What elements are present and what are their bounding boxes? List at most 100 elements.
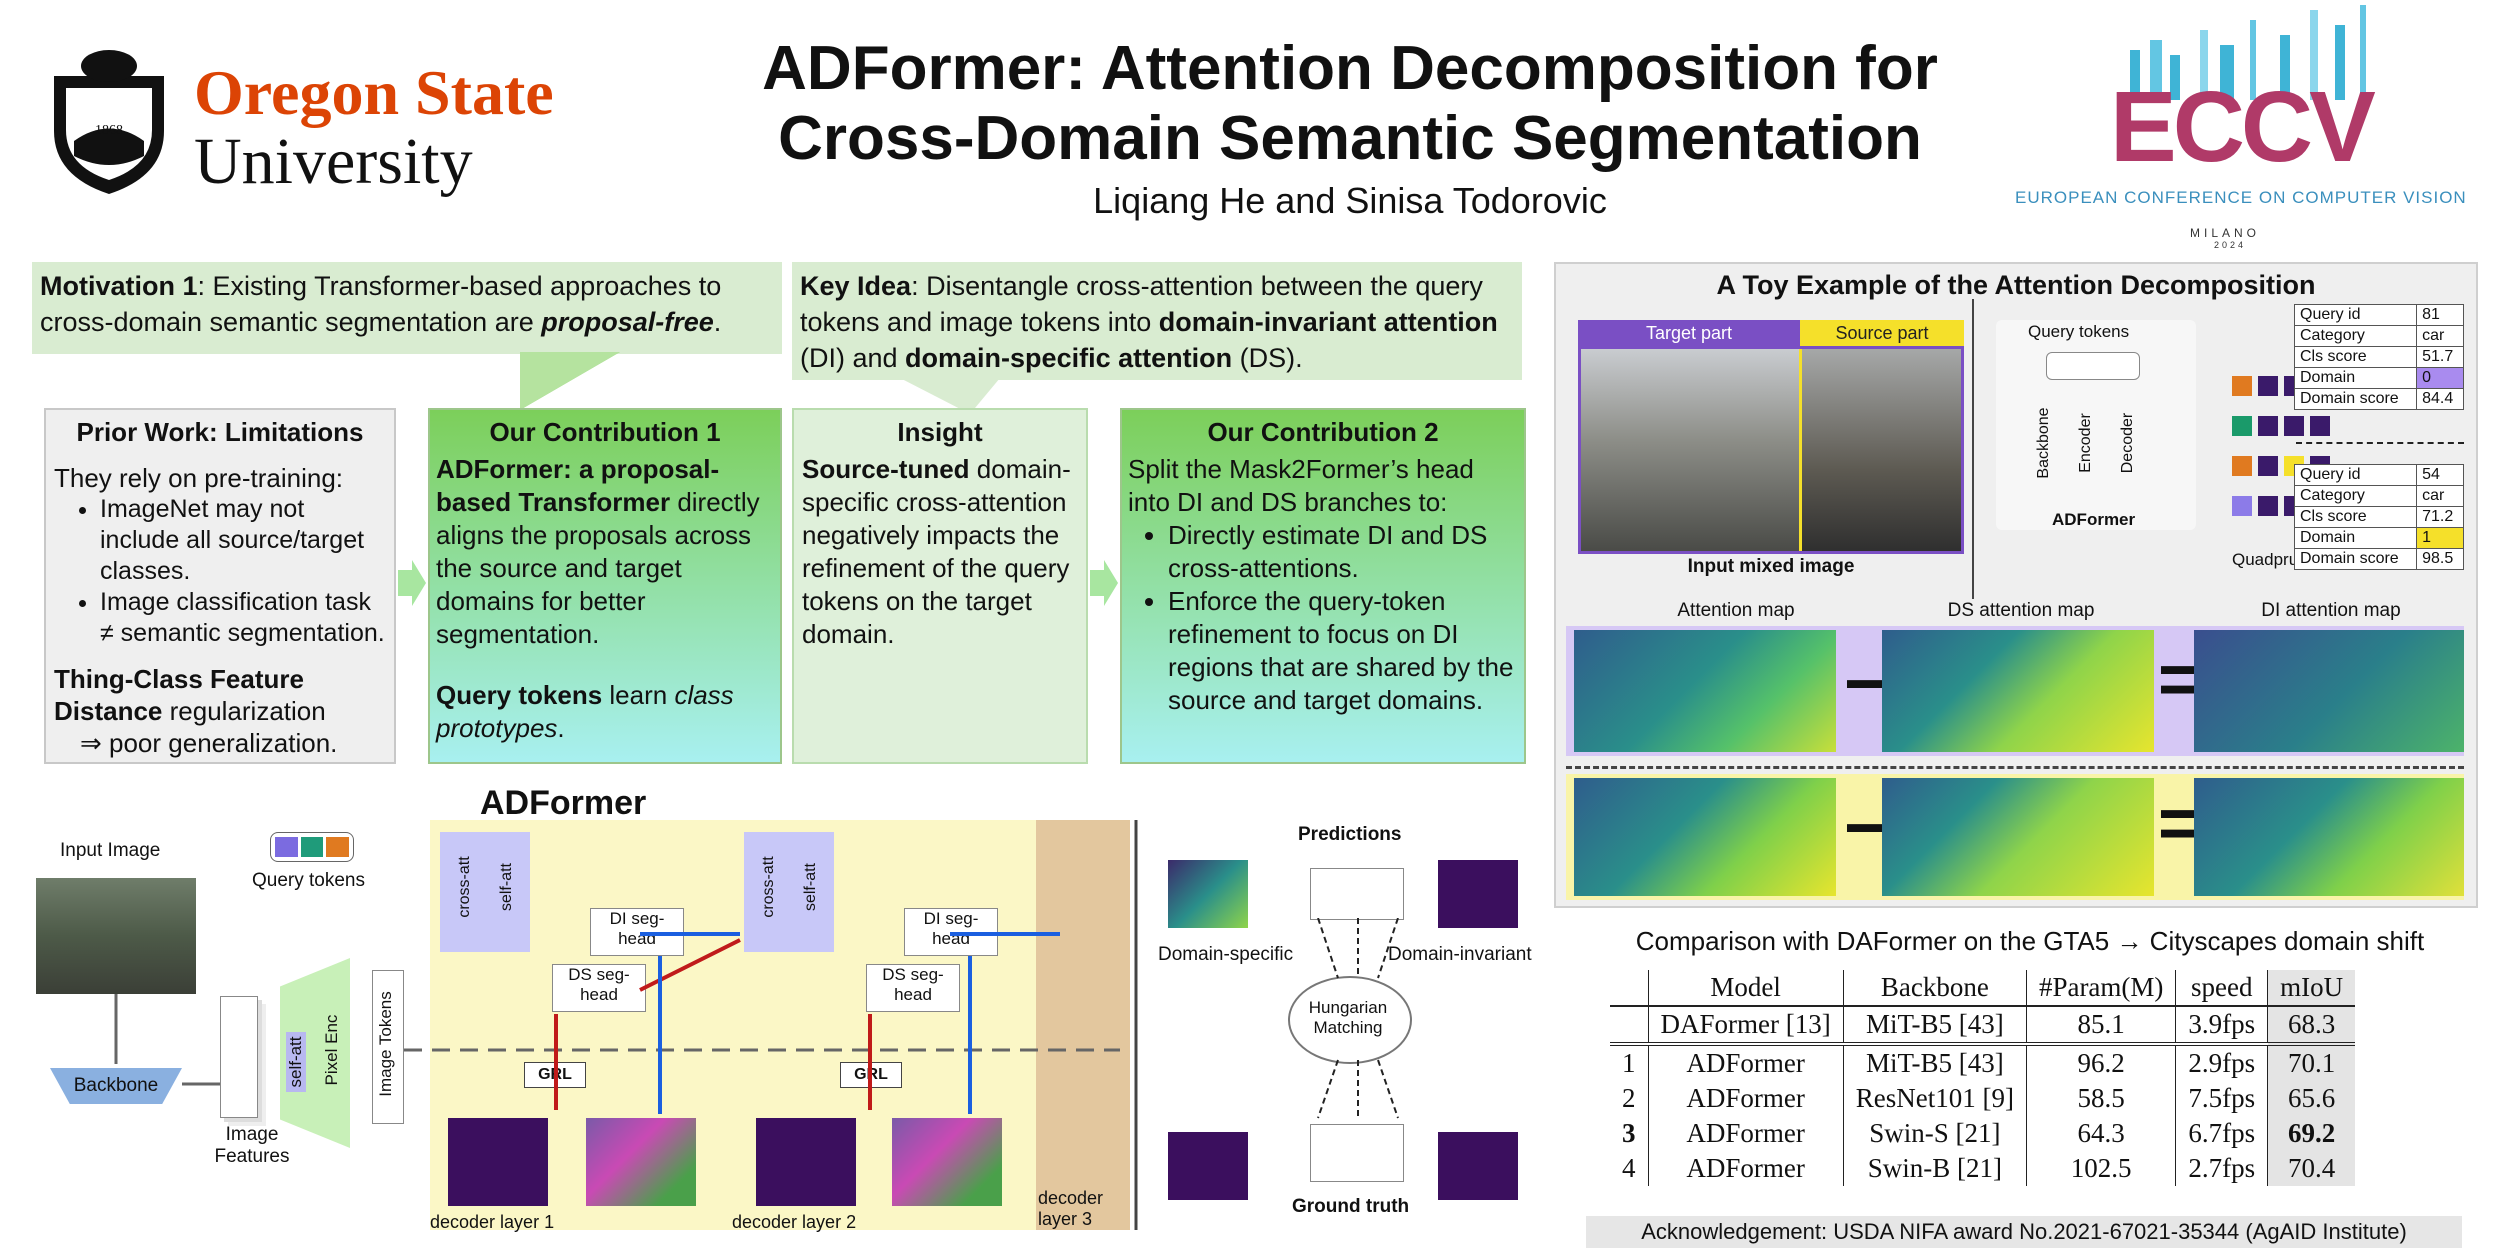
toy-example-panel: A Toy Example of the Attention Decomposi…	[1554, 262, 2478, 908]
pred-ds-stack	[1168, 860, 1248, 928]
key-idea-pointer	[900, 378, 1000, 414]
ds-seg-head-1: DS seg-head	[552, 964, 646, 1012]
ground-truth-label: Ground truth	[1292, 1196, 1410, 1217]
gt-tokens	[1310, 1124, 1404, 1182]
table-row: 3 ADFormer Swin-S [21] 64.3 6.7fps 69.2	[1610, 1116, 2356, 1151]
eccv-city: MILANO	[2190, 226, 2261, 240]
title-line1: ADFormer: Attention Decomposition for	[762, 34, 1938, 103]
arch-connector-lines	[114, 820, 1138, 1230]
title-line2: Cross-Domain Semantic Segmentation	[778, 104, 1922, 173]
osu-name-line2: University	[194, 125, 473, 198]
hungarian-label: Hungarian Matching	[1308, 998, 1388, 1037]
equals-sign-2: =	[2158, 784, 2201, 864]
cross-att-block-2	[744, 832, 834, 952]
divider-line	[1972, 299, 1974, 599]
minus-sign-2: −	[1844, 788, 1887, 868]
key-idea-label: Key Idea	[800, 271, 912, 301]
ds-seg-head-2: DS seg-head	[866, 964, 960, 1012]
comparison-title: Comparison with DAFormer on the GTA5 → C…	[1635, 926, 2425, 956]
table-row: 2 ADFormer ResNet101 [9] 58.5 7.5fps 65.…	[1610, 1081, 2356, 1116]
di-attention-map-target	[2194, 630, 2464, 752]
osu-logo: 1868 Oregon State University	[34, 46, 634, 206]
matching-lines	[1317, 918, 1399, 1119]
attention-map-source	[1574, 778, 1836, 896]
key-idea-bubble: Key Idea: Disentangle cross-attention be…	[792, 262, 1522, 380]
acknowledgement: Acknowledgement: USDA NIFA award No.2021…	[1586, 1216, 2462, 1248]
table-row: DAFormer [13] MiT-B5 [43] 85.1 3.9fps 68…	[1610, 1006, 2356, 1044]
hungarian-cloud	[1288, 976, 1412, 1064]
matching-panel: Predictions Domain-specific Domain-invar…	[1158, 810, 1554, 1240]
toy-title: A Toy Example of the Attention Decomposi…	[1716, 270, 2316, 300]
contribution2-list: Directly estimate DI and DS cross-attent…	[1128, 519, 1518, 717]
di-attention-map-label: DI attention map	[2261, 600, 2401, 621]
insight-heading: Insight	[897, 417, 983, 447]
eccv-wordmark: ECCV	[2110, 71, 2376, 183]
minus-sign: −	[1844, 644, 1887, 724]
ds-attention-map-target	[1882, 630, 2154, 752]
arch-title: ADFormer	[480, 784, 647, 822]
toy-decoder-label: Decoder	[2119, 412, 2136, 474]
toy-backbone-label: Backbone	[2035, 407, 2052, 479]
row-separator	[1566, 766, 2464, 769]
milano-skyline-icon	[2130, 5, 2366, 100]
equals-sign: =	[2158, 640, 2201, 720]
poster-title: ADFormer: Attention Decomposition for Cr…	[600, 34, 2100, 222]
backbone-block: Backbone	[50, 1068, 182, 1104]
prior-work-box: Prior Work: Limitations They rely on pre…	[44, 408, 396, 764]
svg-text:1868: 1868	[95, 123, 123, 138]
toy-adformer-label: ADFormer	[2052, 510, 2136, 529]
motivation-pointer	[520, 352, 620, 410]
prior-work-list: ImageNet may not include all source/targ…	[54, 494, 386, 649]
predictions-label: Predictions	[1298, 824, 1402, 845]
image-features-label: Image Features	[214, 1124, 290, 1167]
motivation-label: Motivation 1	[40, 271, 198, 301]
table-row: 4 ADFormer Swin-B [21] 102.5 2.7fps 70.4	[1610, 1151, 2356, 1186]
motivation-bubble: Motivation 1: Existing Transformer-based…	[32, 262, 782, 354]
decoder-layer-3-label: decoder layer 3	[1038, 1188, 1104, 1229]
arrow-right-icon-2	[1090, 560, 1118, 606]
osu-seal-icon: 1868	[54, 50, 164, 194]
insight-box: Insight Source-tuned domain-specific cro…	[792, 408, 1088, 764]
architecture-diagram: ADFormer Input Image Backbone Query toke…	[20, 780, 1150, 1240]
input-mixed-caption: Input mixed image	[1687, 556, 1855, 577]
prior-work-heading: Prior Work: Limitations	[76, 417, 364, 447]
attention-map-target	[1574, 630, 1836, 752]
query-tokens-strip	[270, 832, 354, 862]
pred-tokens	[1310, 868, 1404, 920]
di-attention-map-source	[2194, 778, 2464, 896]
osu-name-line1: Oregon State	[194, 57, 554, 128]
eccv-full-name: EUROPEAN CONFERENCE ON COMPUTER VISION	[2015, 188, 2467, 207]
eccv-year: 2024	[2214, 240, 2247, 250]
input-image	[36, 878, 196, 994]
arrow-right-icon	[398, 560, 426, 606]
image-features-stack	[220, 996, 258, 1118]
image-tokens-stack	[372, 970, 404, 1124]
target-part-label: Target part	[1578, 320, 1800, 346]
table-header-row: Model Backbone #Param(M) speed mIoU	[1610, 970, 2356, 1006]
source-part-label: Source part	[1800, 320, 1964, 346]
gt-right-stack	[1438, 1132, 1518, 1200]
table-row: 1 ADFormer MiT-B5 [43] 96.2 2.9fps 70.1	[1610, 1044, 2356, 1081]
toy-query-tokens	[2046, 352, 2140, 380]
query-tokens-label: Query tokens	[252, 870, 365, 891]
input-image-label: Input Image	[60, 840, 161, 861]
toy-encoder-label: Encoder	[2077, 413, 2094, 473]
seg-output-2	[892, 1118, 1002, 1206]
comparison-table: Model Backbone #Param(M) speed mIoU DAFo…	[1610, 970, 2356, 1186]
eccv-logo: ECCV EUROPEAN CONFERENCE ON COMPUTER VIS…	[2010, 0, 2480, 250]
authors: Liqiang He and Sinisa Todorovic	[1093, 180, 1607, 221]
decoder-layer-3-panel	[1036, 820, 1130, 1230]
input-mixed-image	[1578, 346, 1964, 554]
toy-query-tokens-label: Query tokens	[2028, 322, 2130, 341]
mask-output-2	[756, 1118, 856, 1206]
contribution1-heading: Our Contribution 1	[489, 417, 721, 447]
domain-invariant-label: Domain-invariant	[1388, 944, 1532, 965]
contribution1-box: Our Contribution 1 ADFormer: a proposal-…	[428, 408, 782, 764]
mask-output-1	[448, 1118, 548, 1206]
domain-specific-label: Domain-specific	[1158, 944, 1294, 965]
contribution2-heading: Our Contribution 2	[1207, 417, 1439, 447]
decoder-layer-2-label: decoder layer 2	[732, 1212, 857, 1232]
ds-attention-map-label: DS attention map	[1947, 600, 2095, 621]
